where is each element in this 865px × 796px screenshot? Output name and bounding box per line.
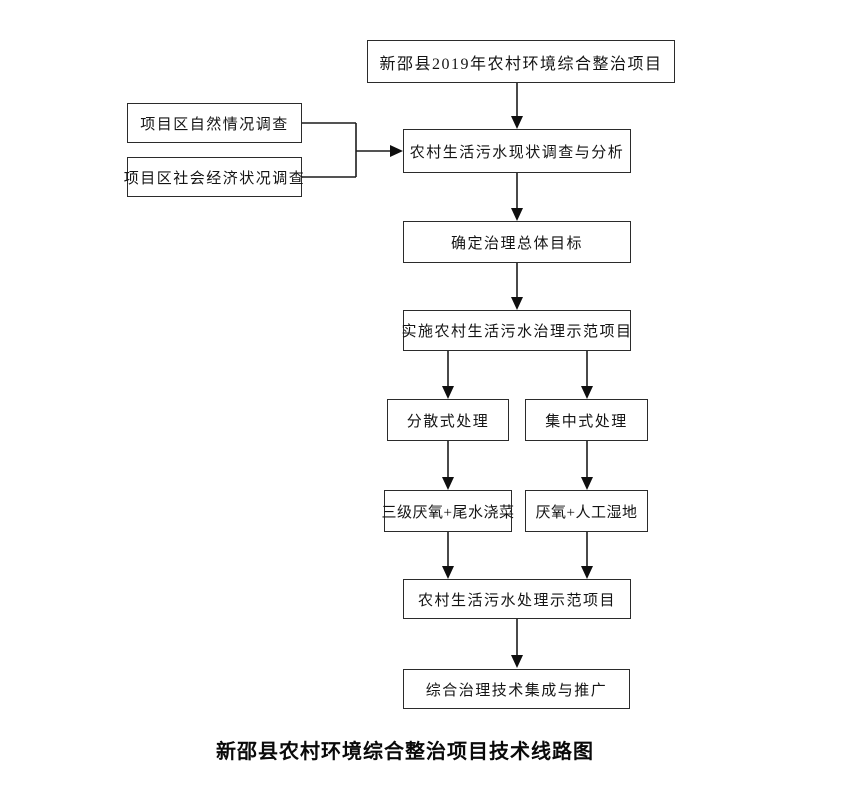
node-survey-socioeconomic: 项目区社会经济状况调查 xyxy=(124,157,304,197)
node-treatment-demo-project: 农村生活污水处理示范项目 xyxy=(403,579,631,619)
arrowhead-wetland-treatdemo xyxy=(581,566,593,579)
arrowhead-treatdemo-promotion xyxy=(511,655,523,668)
node-tertiary-anaerobic-irrigation: 三级厌氧+尾水浇菜 xyxy=(382,490,514,532)
node-project-root: 新邵县2019年农村环境综合整治项目 xyxy=(367,40,675,83)
diagram-caption: 新邵县农村环境综合整治项目技术线路图 xyxy=(216,741,594,763)
node-overall-goal: 确定治理总体目标 xyxy=(403,221,631,263)
arrowhead-bracket-status xyxy=(390,145,403,157)
arrowhead-decentralized-tertiary xyxy=(442,477,454,490)
arrowhead-tertiary-treatdemo xyxy=(442,566,454,579)
arrowhead-goal-demo xyxy=(511,297,523,310)
node-sewage-status-analysis: 农村生活污水现状调查与分析 xyxy=(403,129,631,173)
node-decentralized-treatment: 分散式处理 xyxy=(387,399,509,441)
arrowhead-status-goal xyxy=(511,208,523,221)
node-demo-implementation: 实施农村生活污水治理示范项目 xyxy=(402,310,631,351)
arrowhead-root-status xyxy=(511,116,523,129)
node-centralized-treatment: 集中式处理 xyxy=(525,399,648,441)
node-survey-natural-conditions: 项目区自然情况调查 xyxy=(127,103,302,143)
arrowhead-demo-centralized xyxy=(581,386,593,399)
node-anaerobic-wetland: 厌氧+人工湿地 xyxy=(525,490,648,532)
arrowhead-centralized-wetland xyxy=(581,477,593,490)
node-tech-integration-promotion: 综合治理技术集成与推广 xyxy=(403,669,630,709)
arrowhead-demo-decentralized xyxy=(442,386,454,399)
